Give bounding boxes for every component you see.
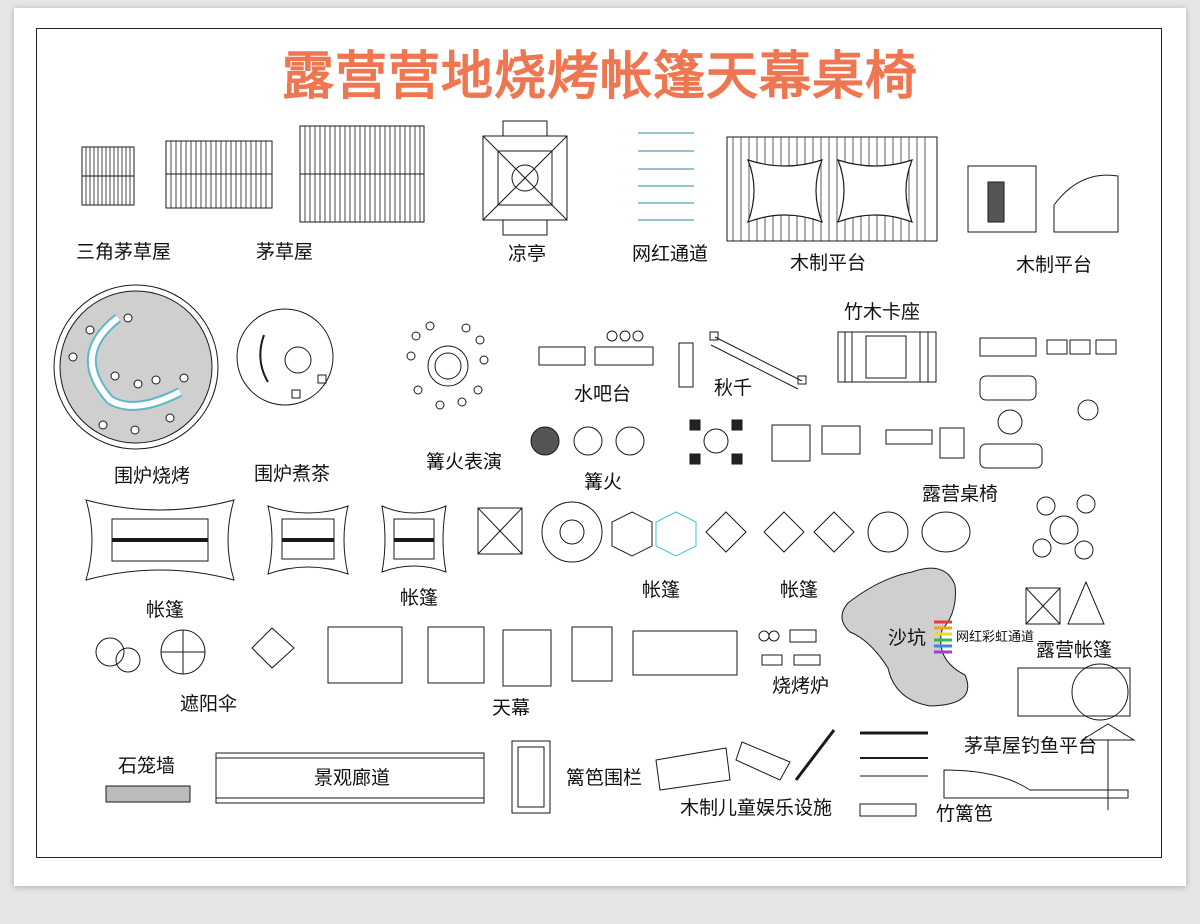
label-stove-bbq: 围炉烧烤	[114, 465, 191, 487]
fishing-hut-symbol	[1017, 663, 1131, 721]
label-camping-tent: 露营帐篷	[1036, 639, 1113, 661]
bbq-grill-symbols	[758, 629, 821, 666]
label-camp-tables: 露营桌椅	[922, 483, 999, 505]
stove-bbq-symbol	[53, 284, 219, 450]
label-landscape-corridor: 景观廊道	[314, 767, 391, 789]
label-kids-play: 木制儿童娱乐设施	[680, 797, 833, 819]
parasol-symbols	[95, 629, 206, 675]
landscape-corridor-symbol	[215, 752, 485, 804]
rainbow-walkway-symbol	[934, 620, 952, 654]
label-bbq-grill: 烧烤炉	[772, 675, 830, 697]
table-chairs-symbol	[689, 419, 965, 465]
stove-tea-symbol	[236, 308, 334, 406]
label-canopy: 天幕	[492, 697, 531, 719]
walkway-symbol	[638, 132, 694, 221]
label-tent: 帐篷	[642, 579, 681, 601]
tent-row-symbols	[477, 501, 971, 563]
page-title: 露营营地烧烤帐篷天幕桌椅	[281, 47, 918, 107]
label-bamboo-fence: 竹篱笆	[936, 803, 994, 825]
gabion-wall-symbol	[105, 785, 191, 803]
triangle-hut-symbol	[81, 146, 135, 206]
kids-play-symbols	[655, 729, 836, 791]
bamboo-fence-symbols	[859, 731, 928, 817]
label-fence: 篱笆围栏	[566, 767, 643, 789]
pavilion-symbol	[482, 120, 568, 236]
label-bonfire-show: 篝火表演	[426, 451, 503, 473]
fishing-platform-symbol	[943, 723, 1136, 810]
label-gabion-wall: 石笼墙	[118, 755, 176, 777]
label-sandpit: 沙坑	[888, 627, 927, 649]
tent-large-symbol	[85, 499, 235, 581]
label-water-bar: 水吧台	[574, 383, 632, 405]
thatched-hut-symbol	[165, 140, 273, 209]
bonfire-symbol	[530, 426, 645, 456]
bonfire-show-symbol	[406, 321, 489, 410]
tent-small-symbol	[381, 505, 447, 573]
label-tent: 帐篷	[780, 579, 819, 601]
label-fishing-platform: 茅草屋钓鱼平台	[964, 735, 1098, 757]
camping-tent-symbol	[1025, 580, 1105, 625]
tent-medium-symbol	[267, 505, 349, 575]
sandpit-symbol	[841, 567, 969, 707]
label-rainbow-walkway: 网红彩虹通道	[956, 630, 1035, 645]
label-influencer-walkway: 网红通道	[632, 243, 709, 265]
fence-symbol	[511, 740, 551, 814]
thatched-hut-large-symbol	[299, 125, 425, 223]
label-thatched-hut: 茅草屋	[256, 241, 314, 263]
label-bonfire: 篝火	[584, 471, 623, 493]
wood-platform-2-symbol	[967, 165, 1119, 233]
label-pavilion: 凉亭	[508, 243, 547, 265]
label-swing: 秋千	[714, 377, 753, 399]
label-tent: 帐篷	[400, 587, 439, 609]
label-triangle-hut: 三角茅草屋	[76, 241, 172, 263]
wood-platform-symbol	[726, 136, 938, 242]
label-tent: 帐篷	[146, 599, 185, 621]
label-stove-tea: 围炉煮茶	[254, 463, 331, 485]
label-wood-platform: 木制平台	[790, 252, 867, 274]
round-chairs-symbol	[1032, 494, 1096, 560]
swing-symbol	[678, 331, 807, 390]
label-parasol: 遮阳伞	[180, 693, 238, 715]
label-bamboo-booth: 竹木卡座	[844, 301, 921, 323]
camp-table-set-symbol	[979, 337, 1117, 469]
bamboo-booth-symbol	[837, 331, 937, 383]
label-wood-platform-2: 木制平台	[1016, 254, 1093, 276]
water-bar-symbol	[538, 330, 654, 366]
canopy-symbols	[251, 626, 738, 687]
